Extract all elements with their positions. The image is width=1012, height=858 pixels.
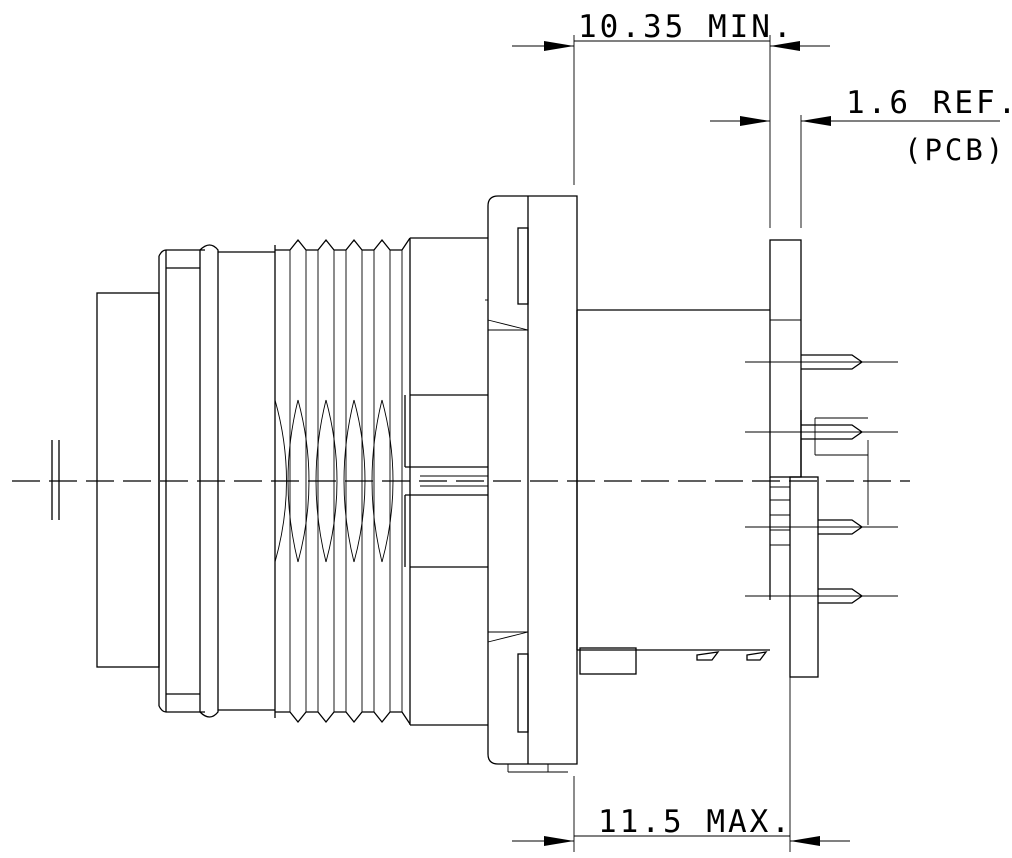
thread-section <box>274 237 488 726</box>
front-face <box>96 292 160 668</box>
o-rings <box>158 244 275 718</box>
pins <box>745 354 898 604</box>
dim-label-top: 10.35 MIN. <box>578 9 795 45</box>
flange <box>485 195 578 773</box>
pcb <box>769 239 869 678</box>
dimension-pcb: 1.6 REF. (PCB) <box>710 85 1012 228</box>
dim-label-pcb: 1.6 REF. <box>846 85 1012 121</box>
rear-body <box>576 309 770 675</box>
dim-note-pcb: (PCB) <box>904 133 1006 167</box>
dim-label-bottom: 11.5 MAX. <box>598 804 793 840</box>
centerline <box>12 440 910 520</box>
dimension-top: 10.35 MIN. <box>512 9 830 228</box>
dimension-bottom: 11.5 MAX. <box>512 677 850 852</box>
